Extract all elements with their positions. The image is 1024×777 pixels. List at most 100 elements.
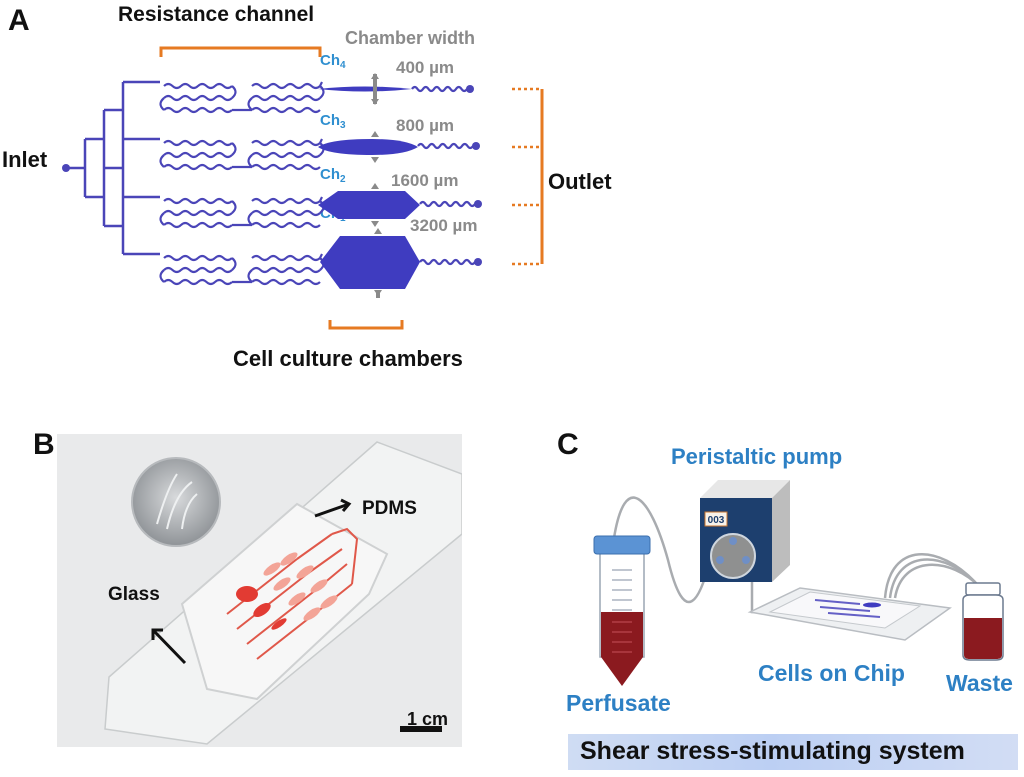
channel-sub: 2 <box>340 174 346 185</box>
channel-label-ch4: Ch4 <box>320 52 346 71</box>
system-banner: Shear stress-stimulating system <box>568 734 1018 770</box>
chamber-ch2 <box>318 191 420 219</box>
serpentine-segment <box>163 139 233 147</box>
channel-name: Ch <box>320 166 340 183</box>
peristaltic-pump-label: Peristaltic pump <box>671 444 843 469</box>
serpentine-turn <box>231 257 237 271</box>
outlet-wiggle <box>417 142 474 150</box>
serpentine-segment <box>163 106 233 114</box>
channel-label-ch2: Ch2 <box>320 166 346 185</box>
serpentine-turn <box>231 85 237 99</box>
serpentine-turn <box>319 85 325 99</box>
channel-name: Ch <box>320 112 340 129</box>
serpentine-link <box>232 108 252 112</box>
culture-chambers <box>318 86 420 289</box>
serpentine-segment <box>251 221 321 229</box>
scale-bar <box>400 726 442 732</box>
serpentine-link <box>232 165 252 169</box>
panel-a-letter: A <box>8 4 30 37</box>
serpentine-link <box>319 196 323 202</box>
serpentine-segment <box>251 94 321 102</box>
scale-label: 1 cm <box>407 709 449 729</box>
width-label-ch3: 800 µm <box>396 116 454 135</box>
serpentine-turn <box>247 154 253 168</box>
serpentine-segment <box>251 151 321 159</box>
serpentine-segment <box>251 266 321 274</box>
serpentine-link <box>319 81 323 87</box>
cells-on-chip-label: Cells on Chip <box>758 660 905 686</box>
serpentine-turn <box>231 200 237 214</box>
chambers-bracket <box>328 320 404 330</box>
tubing <box>612 496 982 614</box>
channel-name: Ch <box>320 52 340 69</box>
waste-label: Waste <box>946 670 1013 696</box>
red-serpentines <box>263 552 338 621</box>
perfusate-tube <box>593 535 651 686</box>
pump-display-text: 003 <box>708 515 725 526</box>
serpentine-segment <box>163 254 233 262</box>
panel-c-letter: C <box>557 428 579 461</box>
serpentine-link <box>319 138 323 144</box>
chamber-ch3 <box>318 139 418 155</box>
outlet-port <box>466 85 474 93</box>
serpentine-segment <box>163 221 233 229</box>
bottle-cap <box>965 582 1001 596</box>
serpentine-segment <box>163 266 233 274</box>
serpentine-segment <box>251 106 321 114</box>
microfluidic-network-diagram <box>62 46 544 330</box>
red-channel-pattern <box>226 527 359 660</box>
outlet-port <box>474 258 482 266</box>
inlet-label: Inlet <box>2 147 48 172</box>
outlet-port <box>474 200 482 208</box>
chamber-ch1 <box>320 236 420 289</box>
glass-label: Glass <box>108 584 160 605</box>
width-markers <box>371 73 382 298</box>
width-label-ch1: 3200 µm <box>410 216 478 235</box>
serpentine-segment <box>251 209 321 217</box>
glass-arrow <box>151 628 187 665</box>
serpentine-link <box>232 223 252 227</box>
serpentine-turn <box>159 269 165 283</box>
serpentine-turn <box>247 212 253 226</box>
peristaltic-pump: 003 <box>700 480 790 582</box>
serpentine-segment <box>163 197 233 205</box>
serpentine-link <box>232 280 252 284</box>
width-label-ch2: 1600 µm <box>391 171 459 190</box>
pump-display <box>704 511 728 527</box>
serpentine-segment <box>251 139 321 147</box>
outlet-port <box>472 142 480 150</box>
device-photo-drawing <box>57 434 462 747</box>
serpentine-segment <box>251 163 321 171</box>
cell-culture-chambers-label: Cell culture chambers <box>233 346 463 371</box>
chamber-width-label: Chamber width <box>345 28 476 48</box>
serpentine-segment <box>251 278 321 286</box>
panel-b-letter: B <box>33 428 55 461</box>
serpentine-turn <box>247 269 253 283</box>
serpentine-segment <box>163 94 233 102</box>
serpentine-turn <box>159 97 165 111</box>
serpentine-segment <box>251 197 321 205</box>
serpentine-link <box>319 253 323 259</box>
width-label-ch4: 400 µm <box>396 58 454 77</box>
resistance-bracket <box>159 46 322 57</box>
pdms-arrow <box>314 502 350 518</box>
channel-label-ch3: Ch3 <box>320 112 346 131</box>
serpentine-segment <box>251 82 321 90</box>
resistance-channel-label: Resistance channel <box>118 3 315 26</box>
system-label: Shear stress-stimulating system <box>580 737 965 765</box>
outlet-wiggle <box>411 85 468 93</box>
perfusate-label: Perfusate <box>566 690 671 716</box>
serpentine-segment <box>163 209 233 217</box>
device-photo <box>57 434 462 747</box>
pump-rotor <box>710 533 756 579</box>
waste-bottle <box>962 582 1004 661</box>
resistance-channels <box>159 81 325 286</box>
serpentine-segment <box>163 278 233 286</box>
outlet-channels <box>411 85 482 266</box>
red-chambers <box>236 586 287 630</box>
channel-sub: 4 <box>340 60 346 71</box>
serpentine-segment <box>251 254 321 262</box>
outlet-bracket <box>512 87 544 266</box>
serpentine-turn <box>159 154 165 168</box>
serpentine-segment <box>163 151 233 159</box>
